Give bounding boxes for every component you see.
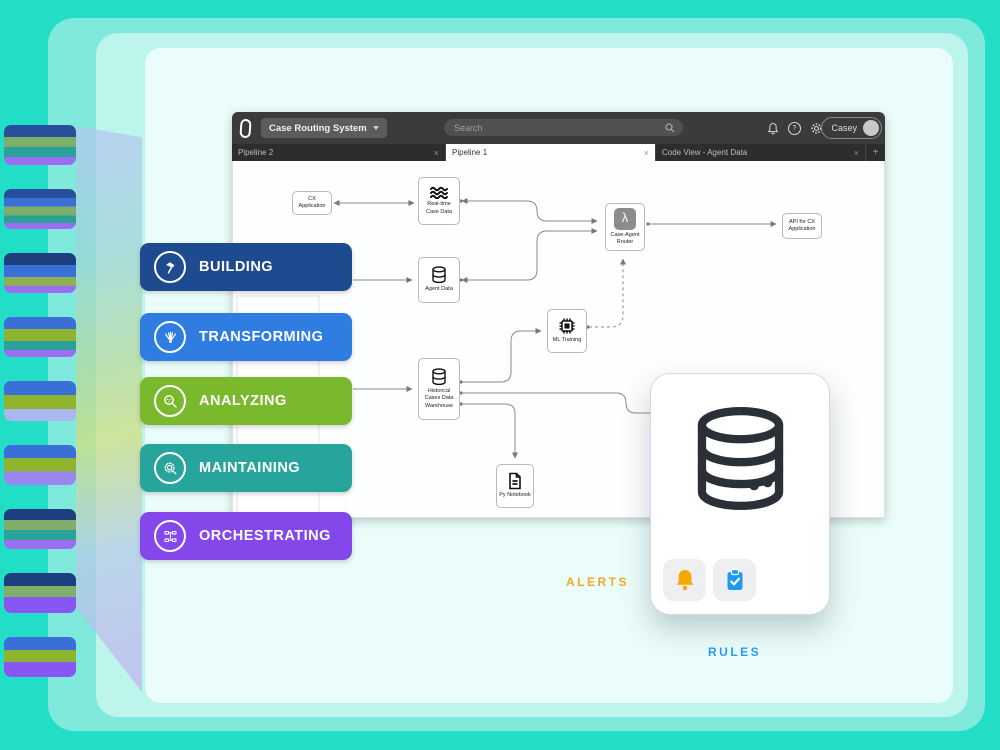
bell-icon bbox=[676, 570, 693, 591]
tab-code-view[interactable]: Code View - Agent Data × bbox=[656, 144, 866, 161]
stripe-bar bbox=[4, 317, 76, 357]
plus-icon: + bbox=[872, 147, 879, 158]
database-icon bbox=[697, 406, 784, 511]
node-label: Historical Cases Data Warehouse bbox=[424, 388, 454, 409]
user-chip[interactable]: Casey bbox=[821, 117, 882, 139]
light-beam bbox=[76, 126, 142, 692]
node-api-cx-application[interactable]: API for CX Application bbox=[782, 213, 822, 239]
stripe-decoration bbox=[4, 125, 76, 701]
settings-icon[interactable] bbox=[810, 122, 823, 135]
app-title: Case Routing System bbox=[269, 122, 367, 134]
rules-label: RULES bbox=[708, 645, 762, 659]
stripe-bar bbox=[4, 125, 76, 165]
magnifier-data-icon bbox=[154, 385, 186, 417]
database-card bbox=[650, 373, 830, 615]
database-icon bbox=[432, 266, 446, 284]
pillar-label: TRANSFORMING bbox=[199, 329, 324, 345]
node-label: CX Application bbox=[298, 195, 326, 209]
tab-bar: Pipeline 2 × Pipeline 1 × Code View - Ag… bbox=[232, 144, 885, 161]
node-label: Agent Data bbox=[425, 286, 453, 293]
clipboard-check-icon bbox=[727, 568, 742, 590]
pillar-label: ORCHESTRATING bbox=[199, 528, 331, 544]
pillar-maintaining-button[interactable]: MAINTAINING bbox=[140, 444, 352, 492]
pillar-orchestrating-button[interactable]: ORCHESTRATING bbox=[140, 512, 352, 560]
rules-chip[interactable] bbox=[713, 559, 756, 601]
avatar bbox=[863, 120, 879, 136]
node-label: ML Training bbox=[552, 337, 582, 344]
header-icons: ? bbox=[767, 112, 823, 144]
search-icon bbox=[665, 122, 675, 132]
chip-icon bbox=[559, 318, 575, 334]
pillar-analyzing-button[interactable]: ANALYZING bbox=[140, 377, 352, 425]
node-realtime-case-data[interactable]: Real-time Case Data bbox=[418, 177, 460, 225]
app-logo-icon bbox=[239, 118, 252, 138]
stripe-bar bbox=[4, 253, 76, 293]
close-icon[interactable]: × bbox=[853, 147, 859, 158]
alerts-chip[interactable] bbox=[663, 559, 706, 601]
tab-label: Code View - Agent Data bbox=[662, 148, 748, 157]
help-icon[interactable]: ? bbox=[788, 121, 801, 135]
node-cx-application[interactable]: CX Application bbox=[292, 191, 332, 215]
hammer-icon bbox=[154, 251, 186, 283]
document-icon bbox=[509, 473, 521, 490]
node-ml-training[interactable]: ML Training bbox=[547, 309, 587, 353]
notifications-icon[interactable] bbox=[767, 122, 779, 135]
node-py-notebook[interactable]: Py Notebook bbox=[496, 464, 534, 508]
tab-pipeline-2[interactable]: Pipeline 2 × bbox=[232, 144, 446, 161]
pillar-building-button[interactable]: BUILDING bbox=[140, 243, 352, 291]
stripe-bar bbox=[4, 189, 76, 229]
pillar-label: ANALYZING bbox=[199, 393, 287, 409]
waves-icon bbox=[430, 187, 448, 200]
pillar-label: BUILDING bbox=[199, 259, 274, 275]
caret-down-icon bbox=[372, 126, 379, 130]
close-icon[interactable]: × bbox=[433, 147, 439, 158]
stripe-bar bbox=[4, 637, 76, 677]
flow-network-icon bbox=[154, 520, 186, 552]
lambda-icon: λ bbox=[614, 207, 636, 230]
stripe-bar bbox=[4, 509, 76, 549]
app-header: Case Routing System ? bbox=[232, 112, 885, 144]
node-label: Real-time Case Data bbox=[426, 201, 452, 215]
tab-pipeline-1[interactable]: Pipeline 1 × bbox=[446, 144, 656, 161]
node-historical-warehouse[interactable]: Historical Cases Data Warehouse bbox=[418, 358, 460, 420]
stripe-bar bbox=[4, 573, 76, 613]
search-bar[interactable] bbox=[444, 119, 683, 136]
gear-wrench-icon bbox=[154, 452, 186, 484]
node-label: Case-Agent Router bbox=[610, 231, 640, 245]
transform-burst-icon bbox=[154, 321, 186, 353]
stripe-bar bbox=[4, 445, 76, 485]
pillar-transforming-button[interactable]: TRANSFORMING bbox=[140, 313, 352, 361]
pillar-label: MAINTAINING bbox=[199, 460, 301, 476]
database-icon bbox=[432, 368, 446, 386]
node-label: API for CX Application bbox=[788, 218, 816, 232]
app-menu-button[interactable]: Case Routing System bbox=[261, 118, 387, 138]
node-case-agent-router[interactable]: λ Case-Agent Router bbox=[605, 203, 645, 251]
stripe-bar bbox=[4, 381, 76, 421]
search-input[interactable] bbox=[452, 121, 665, 134]
lambda-glyph: λ bbox=[621, 210, 629, 226]
node-label: Py Notebook bbox=[499, 492, 531, 499]
new-tab-button[interactable]: + bbox=[866, 144, 885, 161]
close-icon[interactable]: × bbox=[643, 147, 649, 158]
tab-label: Pipeline 2 bbox=[238, 148, 274, 157]
user-name: Casey bbox=[831, 123, 857, 133]
node-agent-data[interactable]: Agent Data bbox=[418, 257, 460, 303]
tab-label: Pipeline 1 bbox=[452, 148, 488, 157]
alerts-label: ALERTS bbox=[566, 575, 629, 589]
